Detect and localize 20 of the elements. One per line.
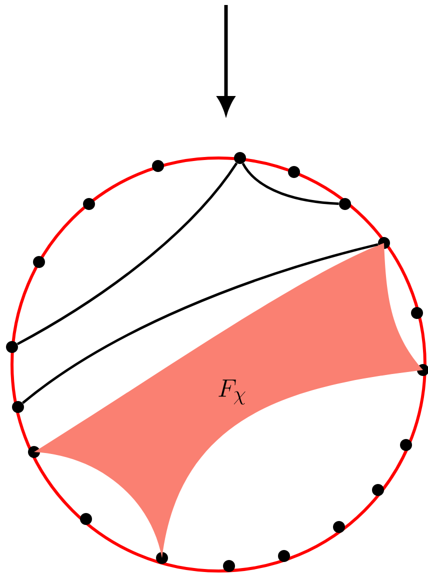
arc [16,162,238,346]
arc [242,162,339,205]
point [400,439,412,451]
point [156,552,168,564]
point [33,256,45,268]
point [339,198,351,210]
point [152,160,164,172]
arc [22,243,378,404]
point [223,560,235,572]
point [83,198,95,210]
point [278,550,290,562]
point [80,513,92,525]
shaded-region: $F_\chi$ [34,243,423,558]
point [288,166,300,178]
point [6,341,18,353]
point [372,484,384,496]
point [12,401,24,413]
point [234,152,246,164]
point [333,521,345,533]
point [411,307,423,319]
